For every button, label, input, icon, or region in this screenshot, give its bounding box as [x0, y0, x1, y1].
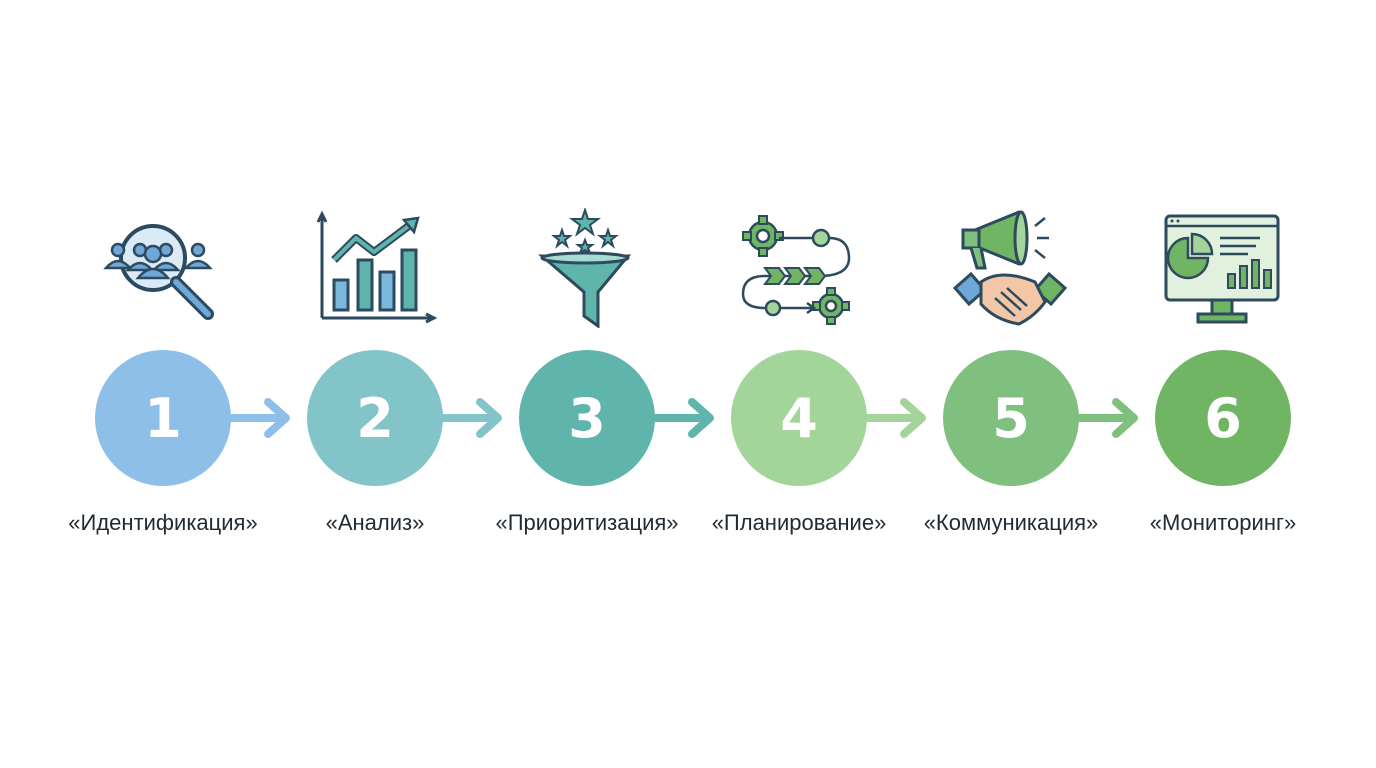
process-gears-icon [735, 208, 865, 328]
arrow-4-5 [862, 394, 932, 442]
arrow-5-6 [1074, 394, 1144, 442]
step-4-circle: 4 [731, 350, 867, 486]
step-6-number: 6 [1204, 386, 1242, 450]
step-2-number: 2 [356, 386, 394, 450]
megaphone-handshake-icon [945, 208, 1075, 328]
step-3-number: 3 [568, 386, 606, 450]
monitor-dashboard-icon [1158, 208, 1288, 328]
step-2-circle: 2 [307, 350, 443, 486]
step-2-label: «Анализ» [325, 510, 425, 535]
step-6-circle: 6 [1155, 350, 1291, 486]
arrow-3-4 [650, 394, 720, 442]
step-4-number: 4 [780, 386, 818, 450]
step-5-number: 5 [992, 386, 1030, 450]
star-funnel-icon [522, 208, 652, 328]
people-search-icon [98, 208, 228, 328]
step-6-label: «Мониторинг» [1149, 510, 1297, 535]
step-1-label: «Идентификация» [68, 510, 258, 535]
step-1-number: 1 [144, 386, 182, 450]
step-3-label: «Приоритизация» [495, 510, 679, 535]
growth-chart-icon [310, 208, 440, 328]
step-5-circle: 5 [943, 350, 1079, 486]
step-3-circle: 3 [519, 350, 655, 486]
step-4-label: «Планирование» [711, 510, 887, 535]
arrow-2-3 [438, 394, 508, 442]
step-1-circle: 1 [95, 350, 231, 486]
step-5-label: «Коммуникация» [923, 510, 1099, 535]
arrow-1-2 [226, 394, 296, 442]
